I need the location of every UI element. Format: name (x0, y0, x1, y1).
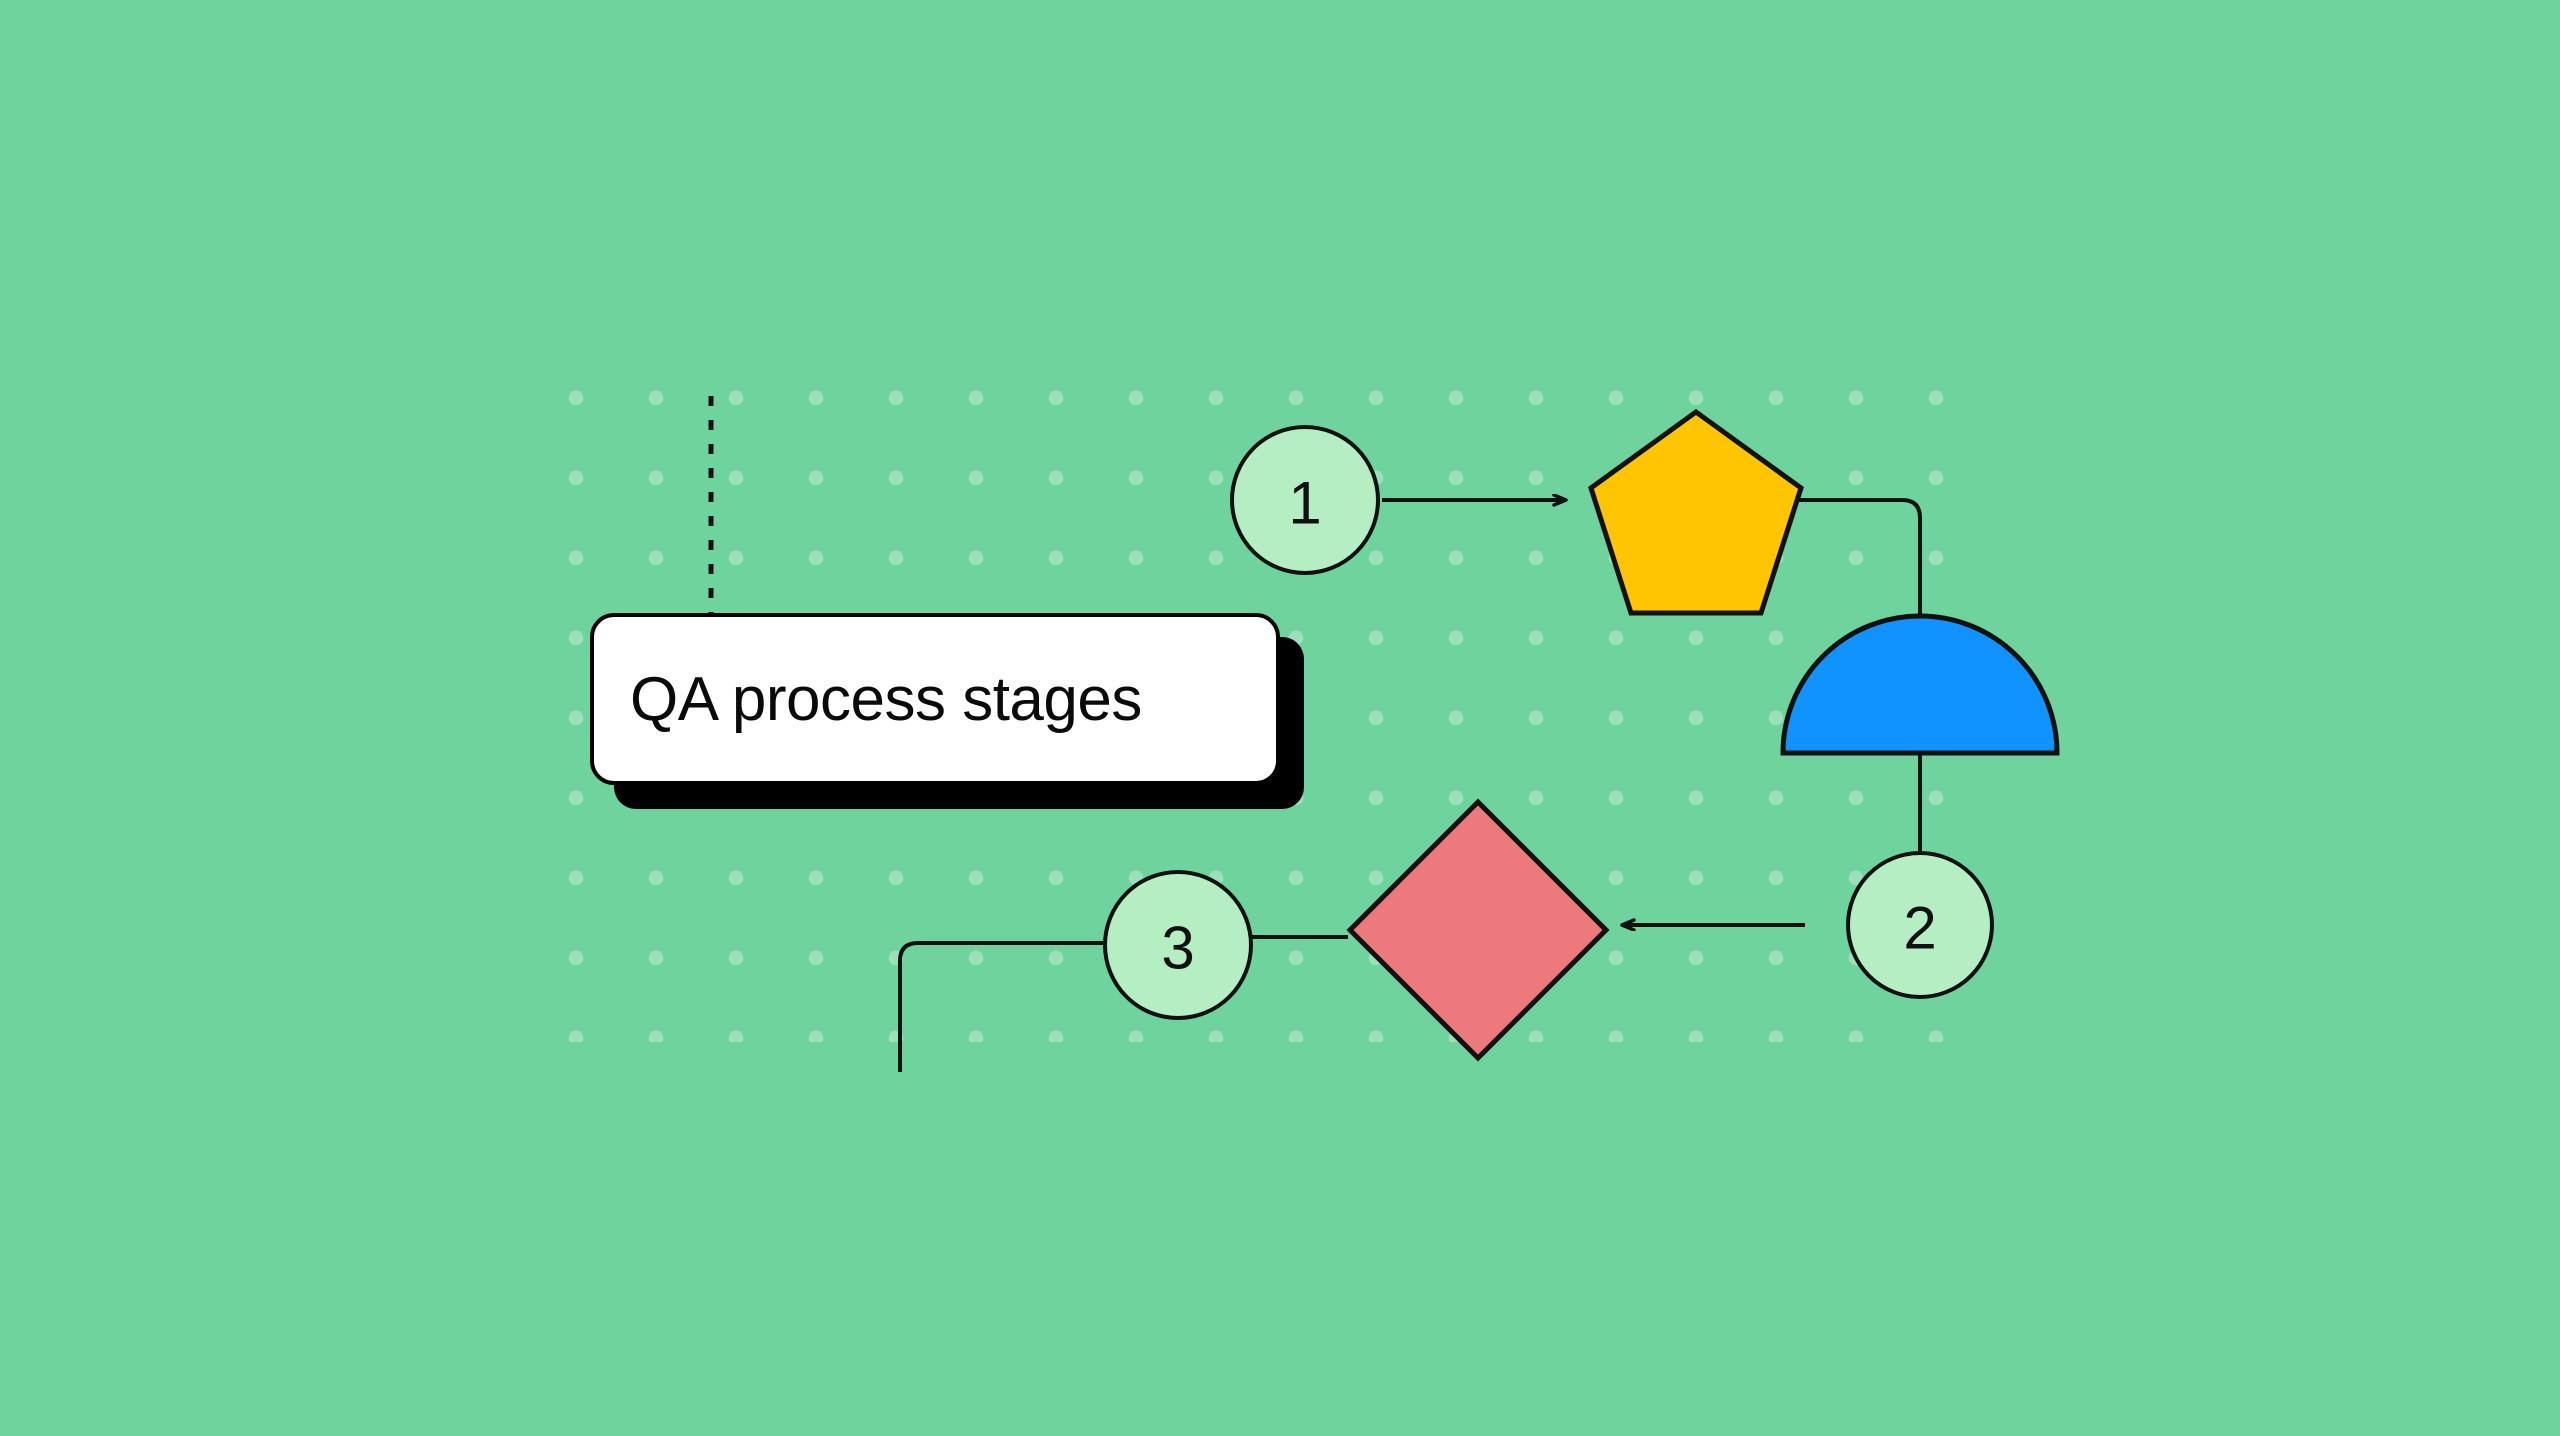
node-step-1[interactable]: 1 (1230, 425, 1380, 575)
node-step-1-shape (1230, 425, 1380, 575)
title-card: QA process stages (590, 613, 1280, 785)
node-pentagon-stage[interactable] (1588, 408, 1804, 616)
node-step-3-label: 3 (1161, 915, 1194, 982)
edge-step3-to-exit (898, 941, 1106, 1072)
node-diamond-stage[interactable] (1346, 798, 1610, 1062)
edge-pentagon-to-semicircle (1794, 498, 1922, 620)
node-pentagon-stage-shape (1588, 408, 1804, 616)
node-semicircle-stage-shape (1780, 613, 2060, 756)
node-step-3[interactable]: 3 (1103, 870, 1253, 1020)
node-step-1-label: 1 (1288, 470, 1321, 537)
node-step-2-label: 2 (1903, 895, 1936, 962)
node-step-2[interactable]: 2 (1846, 851, 1994, 999)
node-semicircle-stage[interactable] (1780, 613, 2060, 756)
node-step-3-shape (1103, 870, 1253, 1020)
title-card-label: QA process stages (630, 664, 1142, 734)
node-diamond-stage-shape (1346, 798, 1610, 1062)
node-step-2-shape (1846, 851, 1994, 999)
